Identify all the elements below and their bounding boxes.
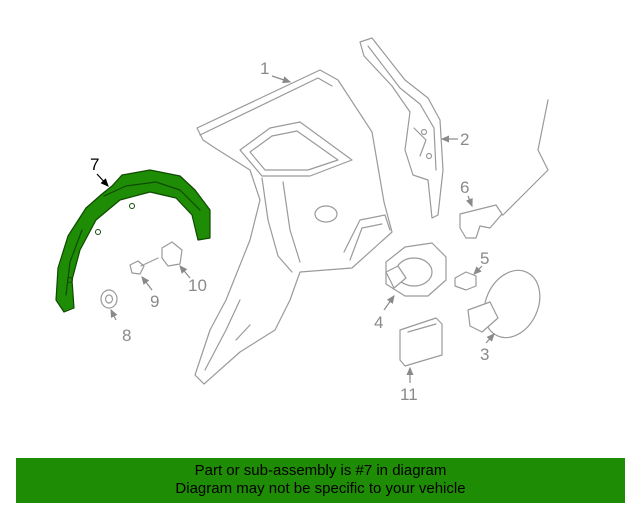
callout-7[interactable]: 7 bbox=[90, 155, 99, 174]
wheel-house-liner-part[interactable] bbox=[55, 169, 211, 313]
fuel-door-bumper-part[interactable] bbox=[454, 271, 477, 291]
callout-4[interactable]: 4 bbox=[374, 313, 383, 332]
nut-part[interactable] bbox=[100, 289, 118, 309]
banner-disclaimer-text: Diagram may not be specific to your vehi… bbox=[175, 480, 466, 497]
bracket-part[interactable] bbox=[399, 317, 443, 367]
callout-8[interactable]: 8 bbox=[122, 326, 131, 345]
callout-3[interactable]: 3 bbox=[480, 345, 489, 364]
fuel-door-part[interactable] bbox=[467, 261, 550, 346]
pillar-reinforcement-part[interactable] bbox=[359, 37, 444, 219]
callout-11[interactable]: 11 bbox=[400, 385, 418, 404]
screw-part[interactable] bbox=[129, 257, 159, 275]
callout-2[interactable]: 2 bbox=[460, 130, 469, 149]
fuel-filler-housing-part[interactable] bbox=[385, 242, 447, 297]
callout-5[interactable]: 5 bbox=[480, 249, 489, 268]
banner-part-text: Part or sub-assembly is #7 in diagram bbox=[194, 462, 447, 479]
fuel-door-actuator-part[interactable] bbox=[459, 99, 549, 239]
parts-diagram: 1 2 3 4 5 6 7 8 9 10 11 bbox=[55, 37, 550, 404]
callout-1[interactable]: 1 bbox=[260, 59, 269, 78]
callout-10[interactable]: 10 bbox=[188, 276, 207, 295]
clip-part[interactable] bbox=[161, 241, 183, 267]
callout-6[interactable]: 6 bbox=[460, 178, 469, 197]
callout-9[interactable]: 9 bbox=[150, 292, 159, 311]
quarter-panel-part[interactable] bbox=[194, 69, 393, 385]
part-info-banner: Part or sub-assembly is #7 in diagram Di… bbox=[16, 458, 625, 503]
